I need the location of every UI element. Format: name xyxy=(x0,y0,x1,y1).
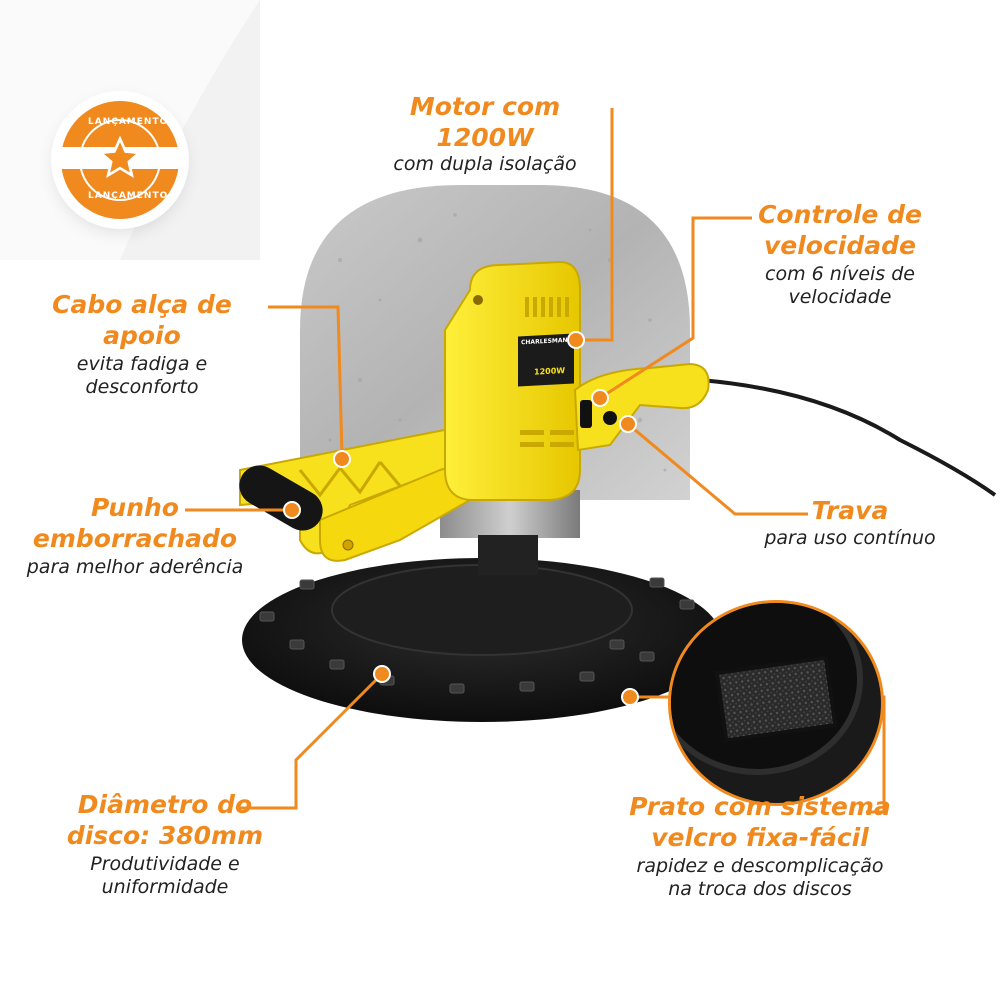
velcro-texture xyxy=(714,655,838,743)
badge-bottom-text: LANÇAMENTO xyxy=(88,191,169,201)
plate-callout: Prato com sistema velcro fixa-fácil rapi… xyxy=(615,792,905,901)
power-cable xyxy=(699,378,997,497)
motor-subtitle: com dupla isolação xyxy=(393,153,577,175)
handle-screw xyxy=(342,539,354,551)
motor-screw xyxy=(473,295,483,305)
brand-sticker-text: CHARLESMAN xyxy=(521,336,568,347)
motor-vents xyxy=(520,297,574,447)
lock-subtitle: para uso contínuo xyxy=(764,526,936,549)
rubber-grip xyxy=(239,465,323,531)
lock-callout: Trava para uso contínuo xyxy=(750,496,950,550)
lock-title: Trava xyxy=(811,496,889,525)
speed-sub-line2: velocidade xyxy=(788,286,892,309)
lock-button xyxy=(603,411,617,425)
grip-title-line1: Punho xyxy=(90,493,179,522)
diameter-title-line1: Diâmetro do xyxy=(77,790,253,819)
diameter-sub-line2: uniformidade xyxy=(101,876,229,899)
power-sticker-text: 1200W xyxy=(534,365,566,377)
plate-sub-line2: na troca dos discos xyxy=(668,878,852,901)
speed-title-line2: velocidade xyxy=(763,230,916,260)
motor-title: Motor com 1200W xyxy=(409,92,561,152)
speed-sub-line1: com 6 níveis de xyxy=(765,263,915,285)
diameter-sub-line1: Produtividade e xyxy=(90,853,240,875)
speed-title-line1: Controle de xyxy=(758,200,922,229)
support-handle xyxy=(239,423,471,555)
plate-title-line2: velcro fixa-fácil xyxy=(651,822,869,852)
spindle xyxy=(478,535,538,575)
handle-callout: Cabo alça de apoio evita fadiga e descon… xyxy=(22,290,262,399)
launch-badge: LANÇAMENTO LANÇAMENTO xyxy=(55,95,185,225)
plate-sub-line1: rapidez e descomplicação xyxy=(636,855,884,877)
diameter-callout: Diâmetro do disco: 380mm Produtividade e… xyxy=(60,790,270,899)
badge-top-text: LANÇAMENTO xyxy=(88,117,169,127)
disc-inner-ring xyxy=(331,564,633,656)
diameter-title-line2: disco: 380mm xyxy=(66,820,264,850)
grip-subtitle: para melhor aderência xyxy=(26,556,244,578)
handle-title: Cabo alça de apoio xyxy=(52,290,232,350)
grip-callout: Punho emborrachado para melhor aderência xyxy=(10,493,260,579)
speed-switch xyxy=(580,400,592,428)
handle-ribs xyxy=(298,461,402,498)
plate-title-line1: Prato com sistema xyxy=(629,792,891,821)
handle-sub-line2: desconforto xyxy=(85,376,199,399)
motor-body xyxy=(444,260,581,501)
speed-callout: Controle de velocidade com 6 níveis de v… xyxy=(740,200,940,309)
handle-sub-line1: evita fadiga e xyxy=(76,353,208,375)
brand-sticker: CHARLESMAN 1200W xyxy=(518,333,574,387)
star-icon xyxy=(97,135,143,179)
motor-callout: Motor com 1200W com dupla isolação xyxy=(360,92,610,176)
grip-title-line2: emborrachado xyxy=(32,523,238,553)
